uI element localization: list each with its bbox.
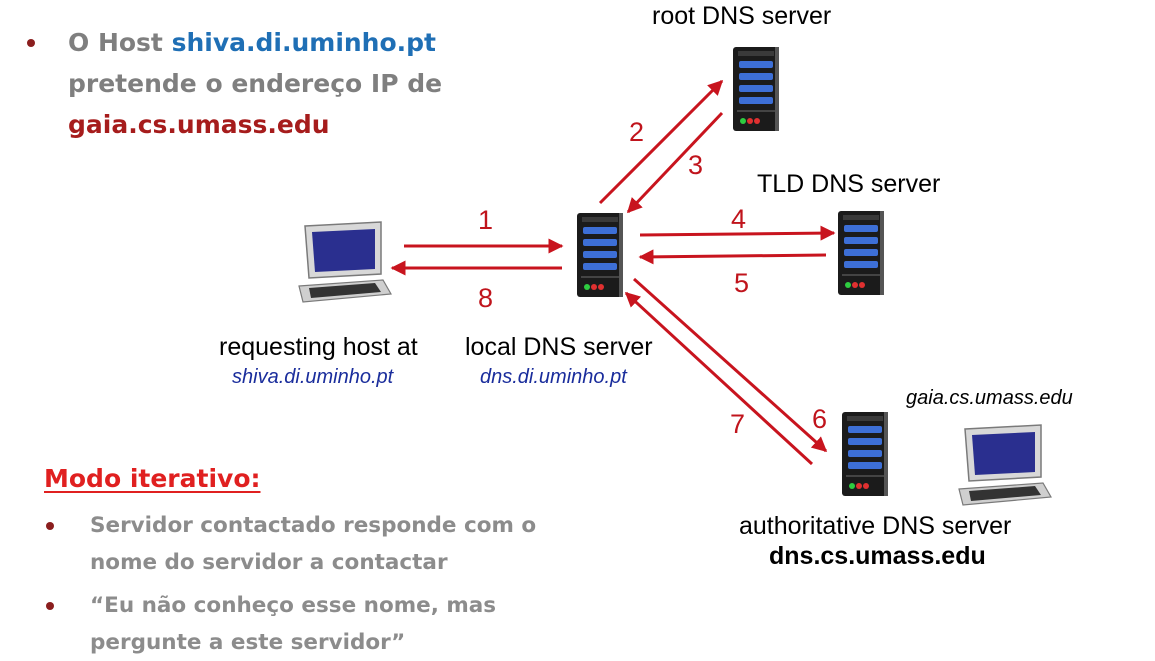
local-server-sublabel: dns.di.uminho.pt — [480, 366, 627, 388]
mode-title: Modo iterativo: — [44, 464, 261, 493]
intro-prefix: O Host — [68, 28, 172, 57]
step-number-3: 3 — [688, 150, 704, 180]
arrow-step-2 — [598, 79, 724, 205]
gaia-host-laptop-icon — [958, 424, 1052, 506]
intro-middle: pretende o endereço IP de — [68, 69, 443, 98]
arrow-step-6 — [632, 277, 828, 453]
tld-server-icon — [838, 211, 884, 295]
mode-bullet-1 — [46, 522, 54, 530]
arrow-step-3 — [626, 111, 724, 214]
authoritative-server-sublabel: dns.cs.umass.edu — [769, 542, 986, 570]
local-server-icon — [577, 213, 623, 297]
gaia-host-label: gaia.cs.umass.edu — [906, 387, 1073, 409]
requesting-host-sublabel: shiva.di.uminho.pt — [232, 366, 394, 388]
tld-server-label: TLD DNS server — [757, 170, 941, 198]
mode-item-2: “Eu não conheço esse nome, mas pergunte … — [90, 593, 497, 655]
arrow-step-5 — [638, 249, 827, 265]
requesting-host-laptop-icon — [298, 221, 392, 303]
root-server-label: root DNS server — [652, 2, 832, 30]
arrow-step-4 — [639, 225, 836, 241]
mode-item-1: Servidor contactado responde com o nome … — [90, 513, 537, 575]
requesting-host-label: requesting host at — [219, 333, 418, 361]
intro-target: gaia.cs.umass.edu — [68, 110, 330, 139]
mode-bullet-2 — [46, 602, 54, 610]
authoritative-server-icon — [842, 412, 888, 496]
step-number-4: 4 — [731, 204, 747, 234]
authoritative-server-label: authoritative DNS server — [739, 512, 1012, 540]
intro-text: O Host shiva.di.uminho.pt pretende o end… — [68, 22, 488, 145]
step-number-1: 1 — [478, 205, 494, 235]
step-number-5: 5 — [734, 268, 750, 298]
root-server-icon — [733, 47, 779, 131]
local-server-label: local DNS server — [465, 333, 653, 361]
step-number-8: 8 — [478, 283, 494, 313]
step-number-2: 2 — [629, 117, 645, 147]
intro-host: shiva.di.uminho.pt — [171, 28, 436, 57]
arrow-step-7 — [624, 291, 814, 466]
intro-bullet — [27, 39, 35, 47]
step-number-7: 7 — [730, 409, 746, 439]
step-number-6: 6 — [812, 404, 828, 434]
